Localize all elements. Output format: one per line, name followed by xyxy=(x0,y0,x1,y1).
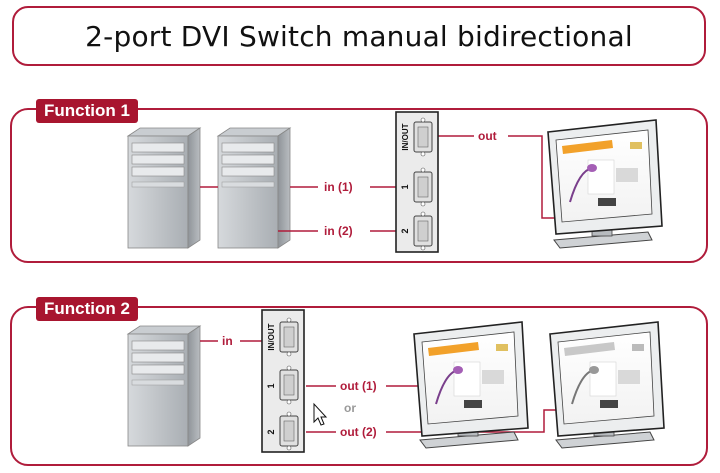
pc-tower-icon xyxy=(126,127,202,249)
switch-label-port2: 2 xyxy=(266,429,276,434)
function1-panel xyxy=(10,108,708,263)
switch-label-port1: 1 xyxy=(400,184,410,189)
label-in-2: in (2) xyxy=(324,224,353,238)
dvi-port-icon xyxy=(279,317,299,357)
pc-tower-icon xyxy=(216,127,292,249)
function1-tab: Function 1 xyxy=(36,99,138,123)
page-title: 2-port DVI Switch manual bidirectional xyxy=(85,19,633,53)
label-out: out xyxy=(478,129,497,143)
function2-tab: Function 2 xyxy=(36,297,138,321)
dvi-switch-icon: IN/OUT 1 2 xyxy=(395,111,439,253)
title-box: 2-port DVI Switch manual bidirectional xyxy=(12,6,706,66)
switch-label-port2: 2 xyxy=(400,228,410,233)
switch-label-common: IN/OUT xyxy=(267,323,276,350)
monitor-icon xyxy=(547,119,663,249)
switch-label-common: IN/OUT xyxy=(401,123,410,150)
dvi-switch-icon: IN/OUT 1 2 xyxy=(261,309,305,453)
label-in: in xyxy=(222,334,233,348)
label-or: or xyxy=(344,401,356,415)
function2-panel xyxy=(10,306,708,466)
dvi-port-icon xyxy=(413,167,433,207)
dvi-port-icon xyxy=(413,117,433,157)
monitor-icon xyxy=(413,321,529,449)
monitor-icon xyxy=(549,321,665,449)
dvi-port-icon xyxy=(279,411,299,451)
dvi-port-icon xyxy=(413,211,433,251)
mouse-cursor-icon xyxy=(313,402,328,426)
pc-tower-icon xyxy=(126,325,202,447)
label-out-2: out (2) xyxy=(340,425,377,439)
dvi-port-icon xyxy=(279,365,299,405)
label-in-1: in (1) xyxy=(324,180,353,194)
label-out-1: out (1) xyxy=(340,379,377,393)
switch-label-port1: 1 xyxy=(266,383,276,388)
